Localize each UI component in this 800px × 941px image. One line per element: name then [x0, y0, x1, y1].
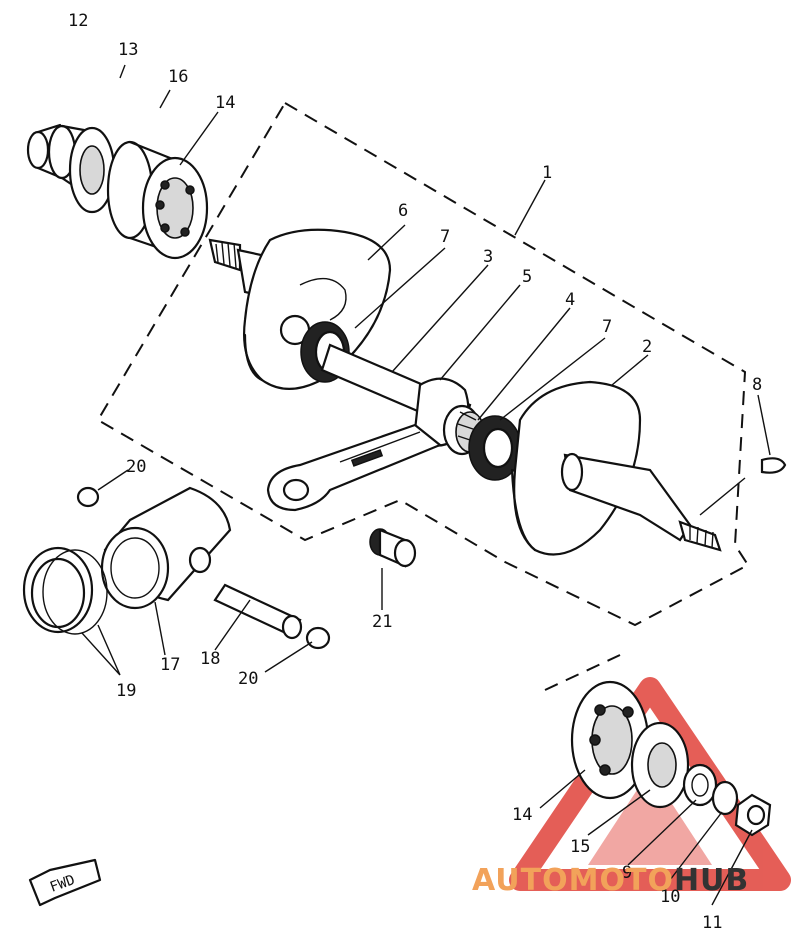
callout-11: 11	[702, 913, 722, 933]
callout-21: 21	[372, 612, 392, 632]
circlip-upper	[76, 486, 100, 508]
callout-3: 3	[483, 247, 493, 267]
callout-6: 6	[398, 201, 408, 221]
callout-20-lower: 20	[238, 669, 258, 689]
left-bearing-stack	[26, 123, 209, 260]
watermark-part2: HUB	[674, 863, 749, 898]
callout-14-top: 14	[215, 93, 235, 113]
watermark-text: AUTOMOTOHUB	[472, 863, 749, 898]
small-end-bearing	[369, 528, 417, 568]
callout-18: 18	[200, 649, 220, 669]
callout-12: 12	[68, 11, 88, 31]
callout-5: 5	[522, 267, 532, 287]
callout-8: 8	[752, 375, 762, 395]
right-crank-web	[510, 380, 722, 556]
assembly-boundary-dashed	[96, 102, 750, 627]
callout-9: 9	[622, 863, 632, 883]
callout-14-bottom: 14	[512, 805, 532, 825]
callout-16: 16	[168, 67, 188, 87]
thrust-washer-right	[468, 415, 522, 481]
watermark-part1: AUTOMOTO	[472, 863, 674, 898]
callout-15: 15	[570, 837, 590, 857]
callout-numbers: 12 13 16 14 1 6 7 3 5 4 7 2 8 20 21 18 1…	[68, 11, 762, 933]
piston	[100, 486, 232, 610]
callout-2: 2	[642, 337, 652, 357]
fwd-label: FWD	[48, 872, 77, 896]
fwd-arrow-icon	[28, 858, 102, 907]
woodruff-key	[760, 457, 787, 474]
callout-17: 17	[160, 655, 180, 675]
callout-7-right: 7	[602, 317, 612, 337]
leader-lines	[81, 64, 771, 906]
left-crank-web	[208, 228, 392, 390]
callout-1: 1	[542, 163, 552, 183]
piston-rings	[22, 546, 108, 635]
callout-19: 19	[116, 681, 136, 701]
right-bearing-stack	[544, 654, 772, 837]
callout-13: 13	[118, 40, 138, 60]
connecting-rod	[266, 377, 470, 512]
circlip-lower	[305, 626, 331, 650]
callout-20-upper: 20	[126, 457, 146, 477]
callout-10: 10	[660, 887, 680, 907]
piston-pin	[213, 583, 303, 640]
callout-7-top: 7	[440, 227, 450, 247]
callout-4: 4	[565, 290, 575, 310]
